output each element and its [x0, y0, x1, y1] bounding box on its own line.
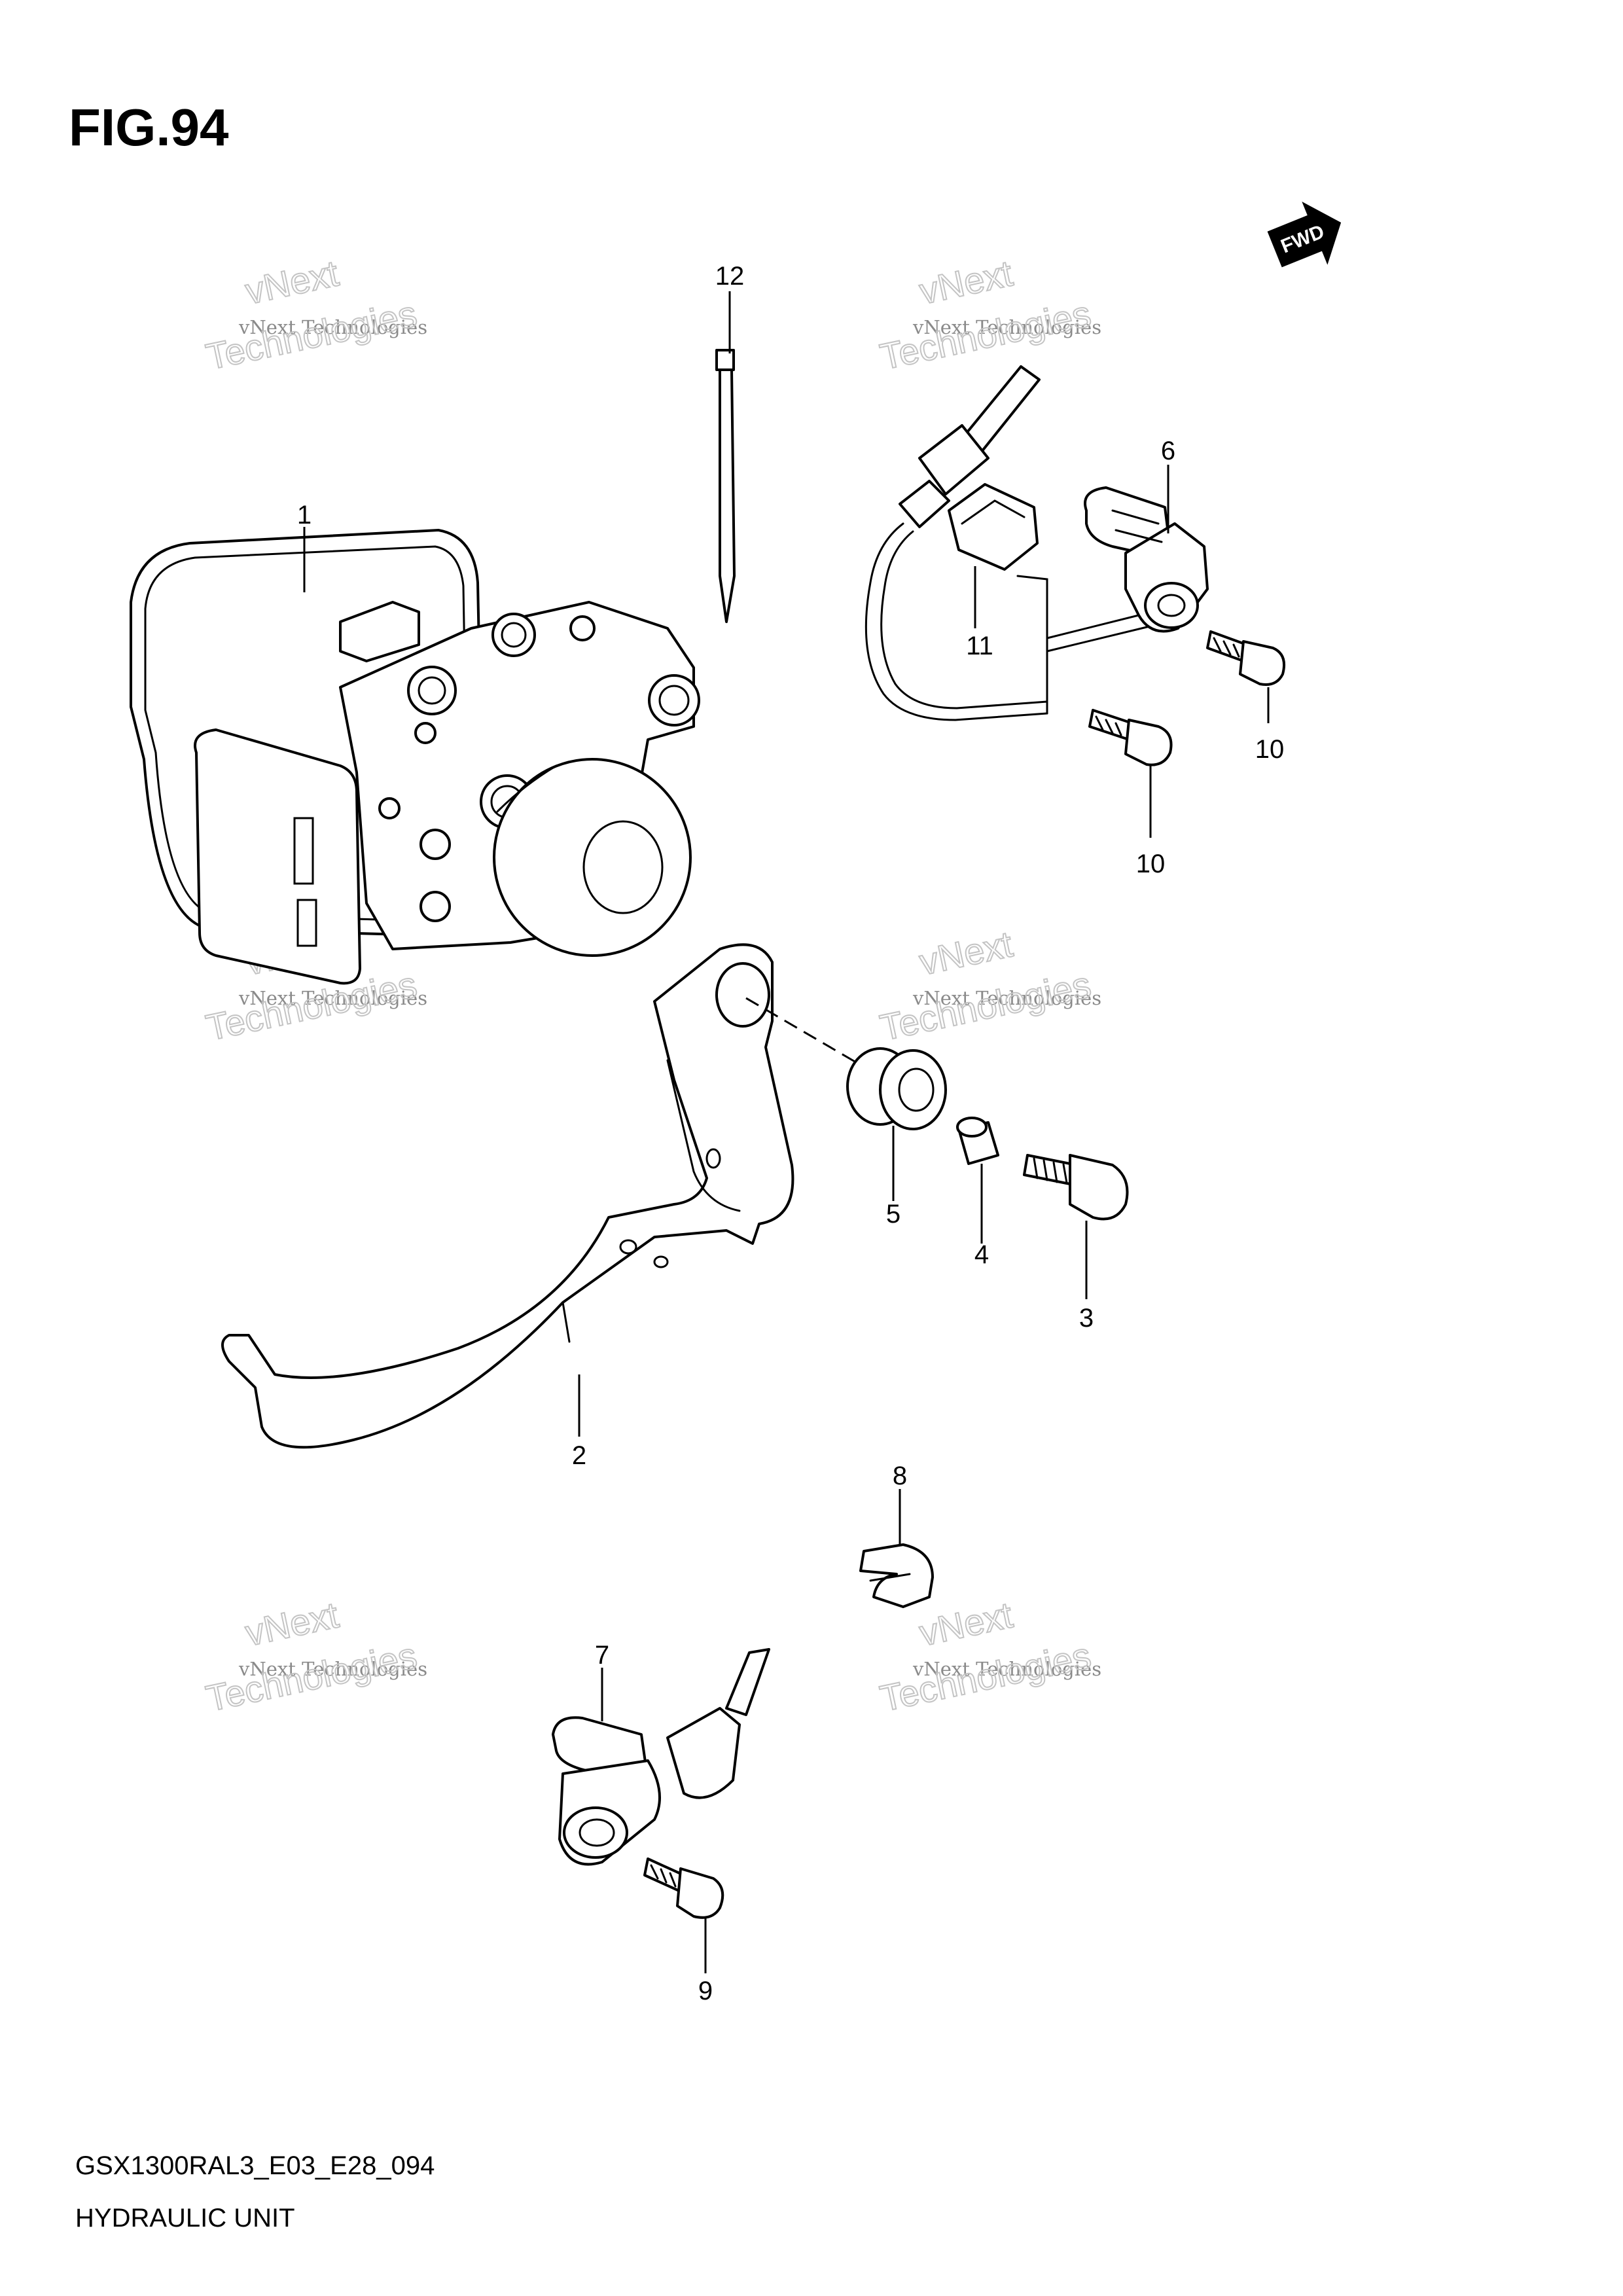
- speed-sensor-rear-drawing: [552, 1648, 770, 1866]
- fwd-arrow-icon: FWD: [1267, 201, 1342, 268]
- figure-code: GSX1300RAL3_E03_E28_094: [75, 2151, 435, 2180]
- svg-text:Technologies: Technologies: [202, 293, 420, 378]
- watermark-block: vNext vNext Technologies Technologies: [202, 251, 427, 378]
- collar-drawing: [956, 1117, 999, 1165]
- callout-4: 4: [974, 1240, 989, 1269]
- svg-text:Technologies: Technologies: [876, 963, 1094, 1049]
- watermark-block: vNext vNext Technologies Technologies: [876, 1593, 1101, 1719]
- callout-3: 3: [1079, 1304, 1094, 1333]
- callout-2: 2: [572, 1441, 586, 1470]
- wire-harness-drawing: [865, 365, 1156, 721]
- svg-text:vNext Technologies: vNext Technologies: [238, 316, 427, 338]
- callout-1: 1: [297, 501, 312, 529]
- callout-7: 7: [595, 1641, 609, 1670]
- svg-text:vNext Technologies: vNext Technologies: [238, 987, 427, 1009]
- leader-lines: [303, 291, 1270, 1973]
- bolt-3-drawing: [1023, 1154, 1129, 1221]
- figure-name: HYDRAULIC UNIT: [75, 2204, 295, 2233]
- bolt-9-drawing: [643, 1857, 724, 1919]
- svg-text:vNext: vNext: [241, 252, 342, 312]
- callout-9: 9: [698, 1977, 713, 2005]
- hydraulic-unit-drawing: [130, 529, 700, 985]
- callout-8: 8: [893, 1462, 907, 1490]
- svg-text:Technologies: Technologies: [202, 1634, 420, 1719]
- watermark-block: vNext vNext Technologies Technologies: [876, 922, 1101, 1049]
- svg-text:vNext: vNext: [241, 1594, 342, 1653]
- svg-text:vNext: vNext: [916, 1594, 1016, 1653]
- svg-text:vNext: vNext: [916, 252, 1016, 312]
- callout-10-lower: 10: [1136, 850, 1166, 878]
- callout-6: 6: [1161, 437, 1175, 465]
- callout-5: 5: [886, 1200, 901, 1229]
- bolt-10-upper-drawing: [1206, 630, 1286, 686]
- cable-tie-drawing: [715, 349, 736, 623]
- callout-12: 12: [715, 262, 745, 291]
- svg-text:vNext Technologies: vNext Technologies: [912, 316, 1101, 338]
- grommet-drawing: [846, 1047, 947, 1130]
- svg-text:Technologies: Technologies: [876, 1634, 1094, 1719]
- alignment-dashed-line: [745, 997, 865, 1068]
- bolt-10-lower-drawing: [1088, 709, 1173, 766]
- figure-title: FIG.94: [69, 98, 229, 156]
- svg-text:vNext Technologies: vNext Technologies: [912, 1658, 1101, 1680]
- svg-text:vNext: vNext: [916, 923, 1016, 982]
- speed-sensor-front-drawing: [1084, 486, 1209, 633]
- svg-text:vNext Technologies: vNext Technologies: [912, 987, 1101, 1009]
- svg-text:Technologies: Technologies: [876, 293, 1094, 378]
- watermark-block: vNext vNext Technologies Technologies: [202, 1593, 427, 1719]
- watermark-block: vNext vNext Technologies Technologies: [876, 251, 1101, 378]
- bracket-drawing: [221, 943, 794, 1449]
- callout-11: 11: [966, 632, 993, 660]
- callout-10-upper: 10: [1255, 735, 1285, 764]
- clamp-drawing: [859, 1543, 934, 1608]
- svg-text:vNext Technologies: vNext Technologies: [238, 1658, 427, 1680]
